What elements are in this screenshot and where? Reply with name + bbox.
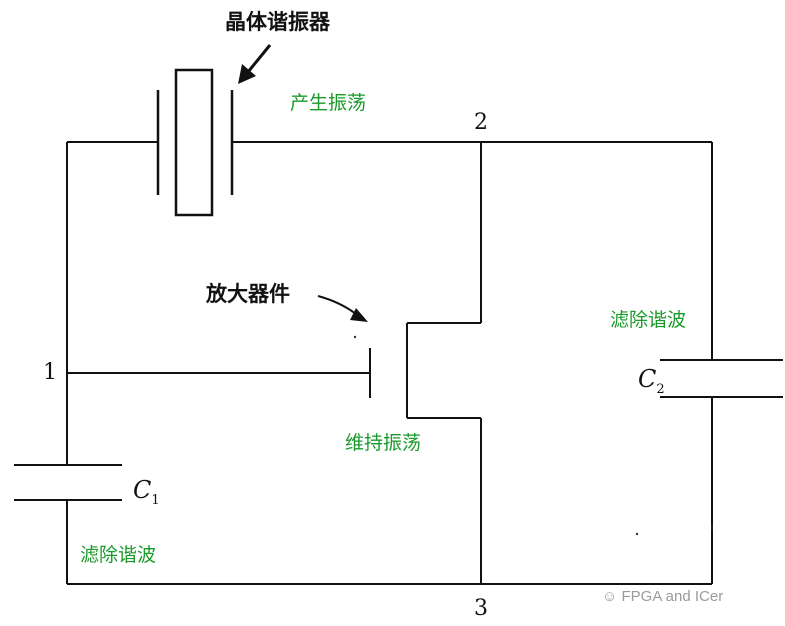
scan-dot	[710, 526, 714, 530]
node-1-label: 1	[43, 360, 57, 385]
scan-dot	[353, 335, 357, 339]
filter-harmonics-right-label: 滤除谐波	[610, 309, 687, 331]
capacitor-c2	[660, 359, 783, 398]
filter-harmonics-left-label: 滤除谐波	[80, 544, 157, 566]
capacitor-c1	[14, 464, 122, 501]
crystal-resonator	[156, 68, 234, 217]
maintain-oscillation-label: 维持振荡	[345, 432, 422, 454]
capacitor-c1-label: C1	[133, 476, 160, 508]
wechat-icon: ☺	[602, 588, 622, 605]
node-3-label: 3	[474, 596, 488, 621]
node-2-label: 2	[474, 110, 488, 135]
scan-dot	[635, 532, 639, 536]
amplifier-pointer-arrow	[317, 295, 368, 322]
capacitor-c2-label: C2	[638, 365, 665, 397]
generate-oscillation-label: 产生振荡	[290, 92, 367, 114]
crystal-resonator-label: 晶体谐振器	[225, 10, 330, 34]
amplifier-label: 放大器件	[206, 282, 290, 306]
watermark: ☺ FPGA and ICer	[602, 588, 724, 605]
crystal-pointer-arrow	[238, 44, 272, 84]
